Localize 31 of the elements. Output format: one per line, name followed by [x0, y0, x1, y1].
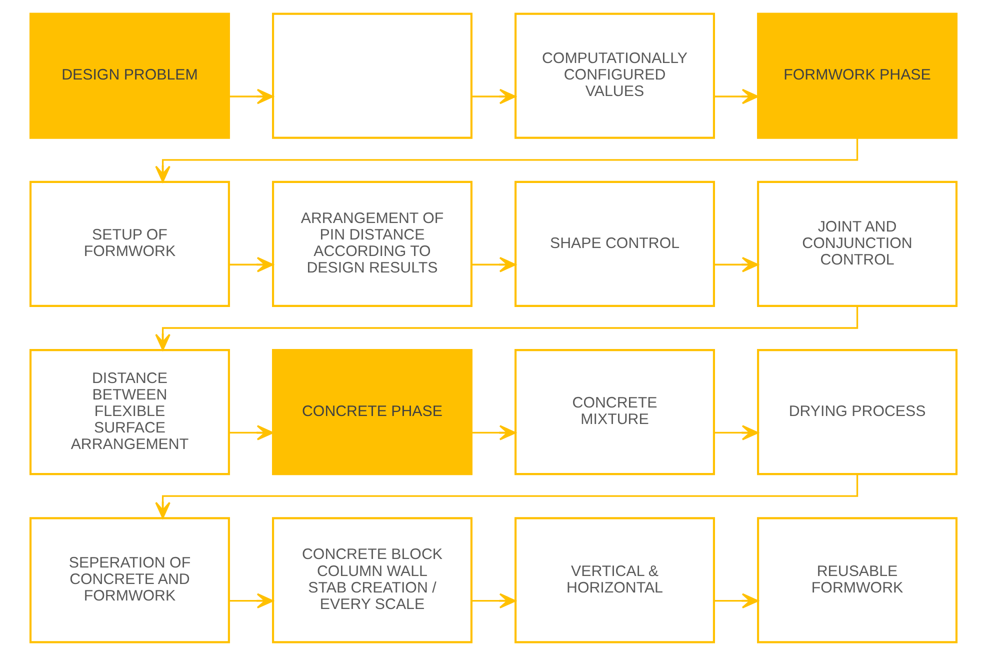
node-box: SHAPE CONTROL	[514, 180, 715, 307]
node-box: SEPERATION OF CONCRETE AND FORMWORK	[29, 517, 230, 644]
arrow	[472, 425, 516, 440]
node-box: ARRANGEMENT OF PIN DISTANCE ACCORDING TO DESIGN RESULTS	[272, 180, 472, 307]
arrow	[229, 88, 274, 104]
arrow	[714, 593, 759, 608]
node-box: JOINT AND CONJUNCTION CONTROL	[757, 180, 958, 307]
node-box: CONCRETE MIXTURE	[514, 349, 715, 476]
node-box: COMPUTATIONALLY CONFIGURED VALUES	[514, 12, 715, 139]
arrow	[229, 256, 274, 272]
node-box: VERTICAL & HORIZONTAL	[514, 517, 715, 644]
arrow	[714, 425, 759, 440]
node-box	[272, 12, 472, 139]
arrow	[472, 256, 516, 272]
node-box: CONCRETE BLOCK COLUMN WALL STAB CREATION / EVERY SCALE	[272, 517, 472, 644]
node-box: CONCRETE PHASE	[272, 349, 472, 476]
arrow	[155, 138, 858, 182]
arrow	[472, 593, 516, 608]
arrow	[229, 593, 274, 608]
arrow	[472, 88, 516, 104]
node-box: SETUP OF FORMWORK	[29, 180, 230, 307]
node-box: DESIGN PROBLEM	[29, 12, 230, 139]
arrow	[714, 256, 759, 272]
node-box: DISTANCE BETWEEN FLEXIBLE SURFACE ARRANGEMENT	[29, 349, 230, 476]
arrow	[714, 88, 759, 104]
node-box: DRYING PROCESS	[757, 349, 958, 476]
arrow	[155, 306, 858, 350]
arrow	[155, 474, 858, 519]
arrow	[229, 425, 274, 440]
node-box: REUSABLE FORMWORK	[757, 517, 958, 644]
node-box: FORMWORK PHASE	[757, 12, 958, 139]
